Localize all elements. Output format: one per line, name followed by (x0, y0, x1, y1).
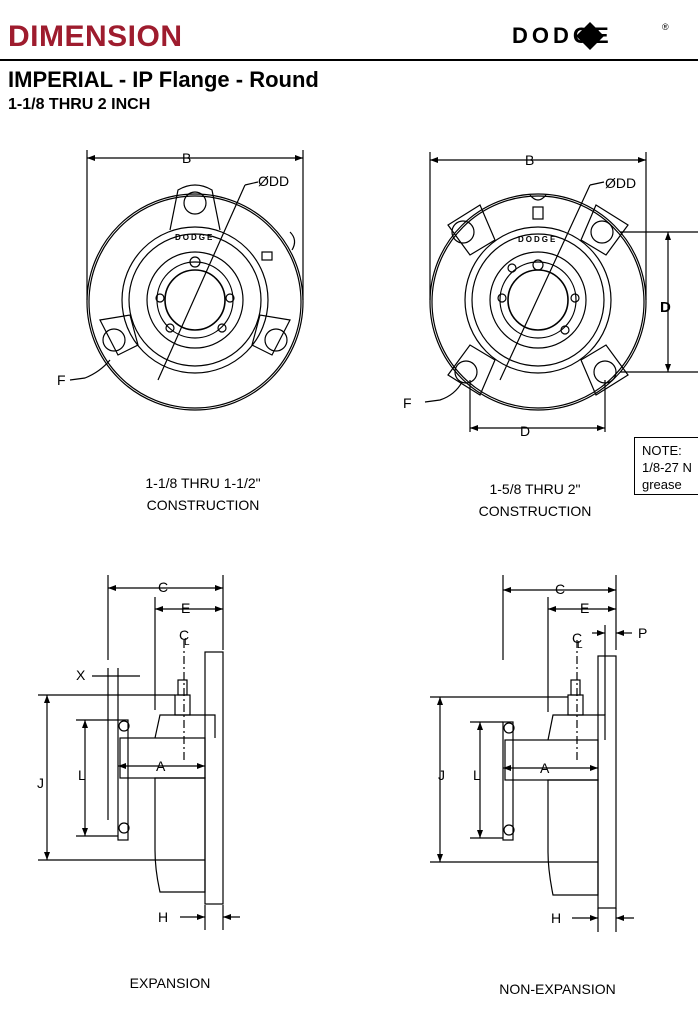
left-front-caption: 1-1/8 THRU 1-1/2" CONSTRUCTION (118, 472, 288, 516)
right-side-centerline-sub: L (577, 640, 583, 651)
left-front-dim-dd: ØDD (258, 173, 289, 189)
front-view-large (424, 152, 698, 432)
side-view-expansion (38, 575, 240, 930)
right-front-caption-line2: CONSTRUCTION (478, 503, 592, 519)
left-side-dim-x: X (76, 667, 86, 683)
left-front-caption-line1: 1-1/8 THRU 1-1/2" (145, 475, 261, 491)
expansion-caption: EXPANSION (129, 975, 211, 991)
left-side-dim-j: J (37, 775, 44, 791)
note-line2: grease (642, 477, 682, 492)
left-front-dim-b: B (182, 150, 191, 166)
right-front-dim-d-bottom: D (520, 423, 530, 439)
left-side-centerline: C (179, 627, 189, 643)
product-subtitle: IMPERIAL - IP Flange - Round (8, 67, 319, 92)
right-side-dim-j: J (438, 767, 445, 783)
note-label: NOTE: (642, 443, 682, 458)
right-side-dim-h: H (551, 910, 561, 926)
left-front-housing-text: DODGE (175, 233, 214, 242)
side-view-non-expansion (430, 575, 634, 932)
left-front-caption-line2: CONSTRUCTION (146, 497, 260, 513)
size-range: 1-1/8 THRU 2 INCH (8, 96, 151, 113)
left-side-dim-e: E (181, 600, 190, 616)
left-side-dim-c: C (158, 579, 168, 595)
right-side-dim-c: C (555, 581, 565, 597)
page-title: DIMENSION (8, 20, 183, 53)
note-box: NOTE: 1/8-27 N grease (634, 437, 698, 495)
right-side-dim-e: E (580, 600, 589, 616)
left-side-centerline-sub: L (184, 637, 190, 648)
left-side-dim-h: H (158, 909, 168, 925)
right-side-dim-a: A (540, 760, 550, 776)
diamond-icon (576, 22, 604, 50)
left-side-dim-l: L (78, 767, 86, 783)
non-expansion-caption: NON-EXPANSION (499, 981, 616, 997)
right-front-dim-d-side: D (660, 299, 671, 316)
header-divider (0, 59, 698, 61)
right-front-dim-b: B (525, 152, 534, 168)
right-front-caption-line1: 1-5/8 THRU 2" (489, 481, 581, 497)
left-front-dim-f: F (57, 372, 66, 388)
left-side-dim-a: A (156, 758, 166, 774)
note-line1: 1/8-27 N (642, 460, 692, 475)
registered-mark: ® (662, 22, 669, 32)
right-front-dim-dd: ØDD (605, 175, 636, 191)
front-view-small (69, 150, 304, 411)
right-side-dim-l: L (473, 767, 481, 783)
right-front-dim-f: F (403, 395, 412, 411)
dodge-logo: DODGE ® (512, 22, 669, 50)
right-front-housing-text: DODGE (518, 235, 557, 244)
right-front-caption: 1-5/8 THRU 2" CONSTRUCTION (450, 478, 620, 522)
right-side-dim-p: P (638, 625, 647, 641)
right-side-centerline: C (572, 630, 582, 646)
